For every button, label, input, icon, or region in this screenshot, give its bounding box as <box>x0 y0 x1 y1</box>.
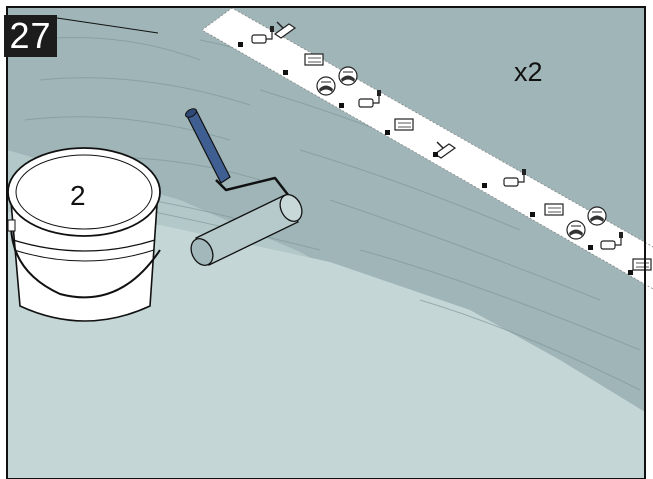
step-number-badge: 27 <box>4 15 57 57</box>
tape-icon <box>395 119 413 130</box>
primer-bucket <box>8 148 160 321</box>
seal-brush-icon <box>588 207 606 225</box>
tape-icon <box>545 204 563 215</box>
bucket-number-label: 2 <box>70 180 86 212</box>
seal-brush-icon <box>339 67 357 85</box>
seal-brush-icon <box>567 221 585 239</box>
tape-multiplier-label: x2 <box>514 57 543 88</box>
tape-icon <box>633 259 651 270</box>
tape-icon <box>305 54 323 65</box>
seal-brush-icon <box>317 77 335 95</box>
